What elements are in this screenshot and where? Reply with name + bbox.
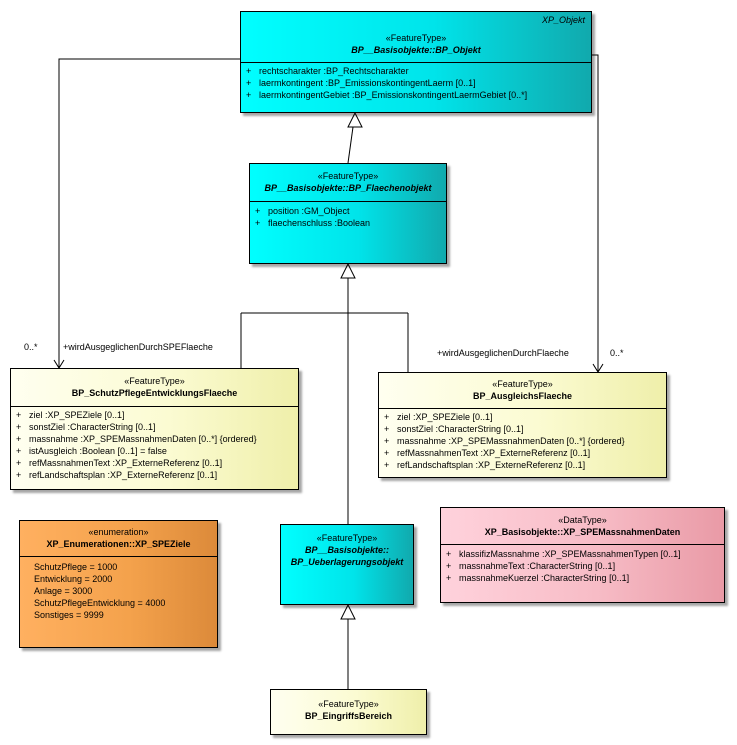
enum-xp-speziele[interactable]: «enumeration» XP_Enumerationen::XP_SPEZi… xyxy=(19,520,218,648)
attribute-list: +klassifizMassnahme :XP_SPEMassnahmenTyp… xyxy=(441,545,724,584)
enum-literal: Sonstiges = 9999 xyxy=(34,610,104,620)
attribute-row: +massnahmeText :CharacterString [0..1] xyxy=(446,561,616,571)
parent-package-label: XP_Objekt xyxy=(541,15,585,25)
class-name: BP_SchutzPflegeEntwicklungsFlaeche xyxy=(71,388,238,398)
attribute-list: +position :GM_Object +flaechenschluss :B… xyxy=(250,202,446,229)
class-name: XP_Basisobjekte::XP_SPEMassnahmenDaten xyxy=(484,527,681,537)
attribute-row: +sonstZiel :CharacterString [0..1] xyxy=(16,422,156,432)
attribute-row: +laermkontingentGebiet :BP_Emissionskont… xyxy=(246,90,528,100)
attribute-row: +laermkontingent :BP_Emissionskontingent… xyxy=(246,78,476,88)
association-line-ausgleich xyxy=(592,54,599,372)
stereotype-label: «FeatureType» xyxy=(124,376,185,386)
attribute-list: +rechtscharakter :BP_Rechtscharakter +la… xyxy=(241,63,591,101)
enum-literal: Entwicklung = 2000 xyxy=(34,574,113,584)
stereotype-label: «FeatureType» xyxy=(317,171,379,181)
stereotype-label: «FeatureType» xyxy=(492,379,553,389)
attribute-row: +refLandschaftsplan :XP_ExterneReferenz … xyxy=(384,460,586,470)
stereotype-label: «FeatureType» xyxy=(385,33,447,43)
association-role-right: +wirdAusgeglichenDurchFlaeche xyxy=(437,348,569,358)
attribute-row: +sonstZiel :CharacterString [0..1] xyxy=(384,424,524,434)
attribute-list: +ziel :XP_SPEZiele [0..1] +sonstZiel :Ch… xyxy=(11,407,298,481)
attribute-row: +ziel :XP_SPEZiele [0..1] xyxy=(16,410,125,420)
association-multiplicity-right: 0..* xyxy=(610,348,624,358)
stereotype-label: «enumeration» xyxy=(88,527,149,537)
class-name: XP_Enumerationen::XP_SPEZiele xyxy=(46,539,191,549)
enum-literal: SchutzPflege = 1000 xyxy=(34,562,118,572)
class-bp-ueberlagerungsobjekt[interactable]: «FeatureType» BP__Basisobjekte:: BP_Uebe… xyxy=(280,524,414,605)
association-multiplicity-left: 0..* xyxy=(24,342,38,352)
stereotype-label: «DataType» xyxy=(558,515,607,525)
attribute-row: +massnahme :XP_SPEMassnahmenDaten [0..*]… xyxy=(16,434,257,444)
attribute-row: +massnahme :XP_SPEMassnahmenDaten [0..*]… xyxy=(384,436,625,446)
class-name: BP_AusgleichsFlaeche xyxy=(472,391,573,401)
class-name: BP__Basisobjekte::BP_Flaechenobjekt xyxy=(264,183,432,193)
attribute-row: +position :GM_Object xyxy=(255,206,350,216)
generalization-line xyxy=(347,126,354,164)
datatype-xp-spemassnahmendaten[interactable]: «DataType» XP_Basisobjekte::XP_SPEMassna… xyxy=(440,507,725,603)
literal-list: SchutzPflege = 1000 Entwicklung = 2000 A… xyxy=(20,557,217,621)
class-bp-schutzpflegeentwicklungsflaeche[interactable]: «FeatureType» BP_SchutzPflegeEntwicklung… xyxy=(10,368,299,490)
association-line-spe xyxy=(58,58,240,368)
class-bp-flaechenobjekt[interactable]: «FeatureType» BP__Basisobjekte::BP_Flaec… xyxy=(249,163,447,264)
stereotype-label: «FeatureType» xyxy=(316,533,378,543)
generalization-arrowhead xyxy=(340,603,356,620)
class-name: BP__Basisobjekte:: xyxy=(304,545,390,555)
class-bp-eingriffsbereich[interactable]: «FeatureType» BP_EingriffsBereich xyxy=(270,689,427,735)
generalization-arrowhead xyxy=(347,111,363,128)
enum-literal: Anlage = 3000 xyxy=(34,586,93,596)
attribute-row: +klassifizMassnahme :XP_SPEMassnahmenTyp… xyxy=(446,549,681,559)
attribute-row: +istAusgleich :Boolean [0..1] = false xyxy=(16,446,167,456)
attribute-row: +massnahmeKuerzel :CharacterString [0..1… xyxy=(446,573,630,583)
stereotype-label: «FeatureType» xyxy=(318,699,379,709)
attribute-row: +refMassnahmenText :XP_ExterneReferenz [… xyxy=(384,448,591,458)
association-role-left: +wirdAusgeglichenDurchSPEFlaeche xyxy=(63,342,213,352)
attribute-row: +rechtscharakter :BP_Rechtscharakter xyxy=(246,66,409,76)
class-bp-objekt[interactable]: XP_Objekt «FeatureType» BP__Basisobjekte… xyxy=(240,11,592,113)
class-name: BP__Basisobjekte::BP_Objekt xyxy=(351,45,481,55)
class-bp-ausgleichsflaeche[interactable]: «FeatureType» BP_AusgleichsFlaeche +ziel… xyxy=(378,372,667,478)
attribute-row: +flaechenschluss :Boolean xyxy=(255,218,371,228)
attribute-row: +refLandschaftsplan :XP_ExterneReferenz … xyxy=(16,470,218,480)
attribute-row: +refMassnahmenText :XP_ExterneReferenz [… xyxy=(16,458,223,468)
attribute-list: +ziel :XP_SPEZiele [0..1] +sonstZiel :Ch… xyxy=(379,409,666,471)
attribute-row: +ziel :XP_SPEZiele [0..1] xyxy=(384,412,493,422)
class-name-continued: BP_Ueberlagerungsobjekt xyxy=(290,557,404,567)
enum-literal: SchutzPflegeEntwicklung = 4000 xyxy=(34,598,166,608)
class-name: BP_EingriffsBereich xyxy=(304,711,393,721)
generalization-arrowhead xyxy=(340,262,356,279)
